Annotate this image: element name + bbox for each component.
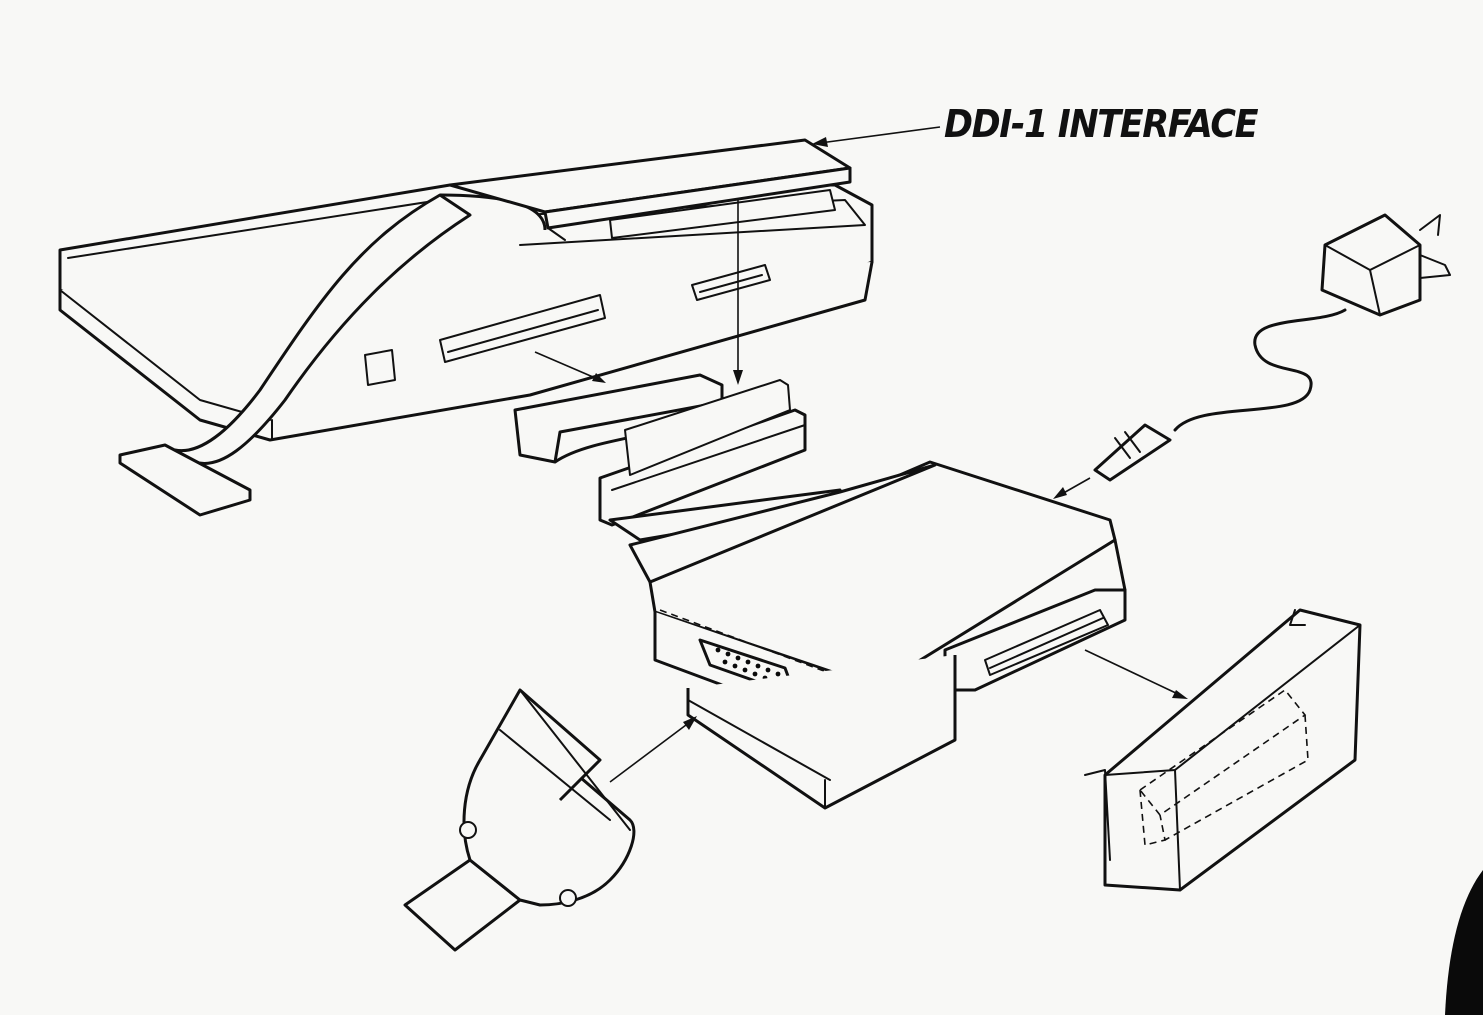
- edge-connector-adapter: [513, 198, 847, 542]
- page-corner-shadow: [1445, 870, 1483, 1015]
- db-connector-pins: [715, 647, 781, 685]
- ribbon-cable: [118, 193, 547, 517]
- disk-interface-box: [628, 460, 1127, 810]
- ddi-1-interface-board: [448, 138, 852, 241]
- cartridge-module: [1084, 608, 1362, 892]
- label-leader-line: [812, 126, 941, 147]
- printer-cable-plug: [403, 688, 697, 952]
- ddi-1-interface-label: DDI-1 INTERFACE: [944, 102, 1259, 146]
- power-adapter: [1053, 213, 1451, 499]
